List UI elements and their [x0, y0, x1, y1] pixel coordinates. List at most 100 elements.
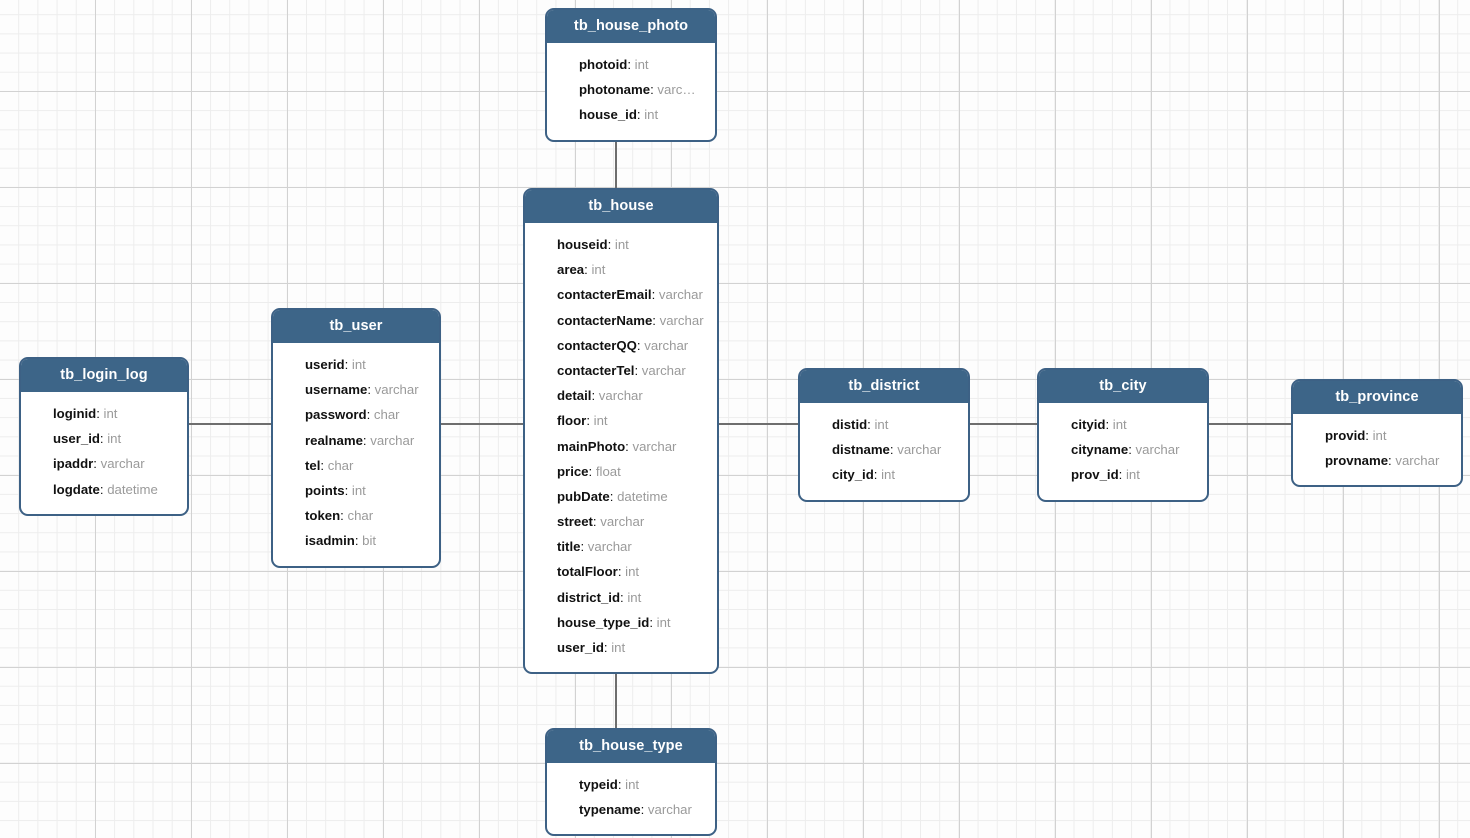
- entity-field-row[interactable]: pubDate: datetime: [525, 484, 717, 509]
- field-type: int: [593, 413, 608, 429]
- entity-field-row[interactable]: detail: varchar: [525, 383, 717, 408]
- field-type: int: [627, 589, 642, 605]
- entity-field-row[interactable]: houseid: int: [525, 232, 717, 257]
- entity-field-row[interactable]: contacterQQ: varchar: [525, 333, 717, 358]
- entity-field-row[interactable]: photoid: int: [547, 52, 715, 77]
- entity-field-row[interactable]: price: float: [525, 459, 717, 484]
- entity-field-row[interactable]: tel: char: [273, 453, 439, 478]
- entity-field-row[interactable]: isadmin: bit: [273, 528, 439, 553]
- entity-field-row[interactable]: typename: varchar: [547, 797, 715, 822]
- entity-field-row[interactable]: photoname: varc…: [547, 77, 715, 102]
- entity-field-row[interactable]: contacterName: varchar: [525, 308, 717, 333]
- entity-field-row[interactable]: distid: int: [800, 412, 968, 437]
- entity-field-row[interactable]: points: int: [273, 478, 439, 503]
- entity-table-title: tb_house_type: [547, 730, 715, 763]
- entity-field-row[interactable]: user_id: int: [21, 426, 187, 451]
- field-separator: :: [651, 287, 659, 303]
- field-type: int: [351, 482, 366, 498]
- connector-house-photo-to-house: [615, 129, 617, 189]
- entity-field-row[interactable]: house_type_id: int: [525, 610, 717, 635]
- field-separator: :: [588, 463, 596, 479]
- entity-field-row[interactable]: district_id: int: [525, 585, 717, 610]
- entity-field-row[interactable]: contacterTel: varchar: [525, 358, 717, 383]
- entity-field-row[interactable]: prov_id: int: [1039, 462, 1207, 487]
- entity-field-row[interactable]: area: int: [525, 257, 717, 282]
- connector-city-to-province: [1207, 423, 1293, 425]
- entity-field-row[interactable]: contacterEmail: varchar: [525, 282, 717, 307]
- entity-field-row[interactable]: cityname: varchar: [1039, 437, 1207, 462]
- entity-field-row[interactable]: totalFloor: int: [525, 559, 717, 584]
- field-type: varchar: [644, 337, 689, 353]
- entity-field-row[interactable]: street: varchar: [525, 509, 717, 534]
- field-separator: :: [320, 457, 328, 473]
- field-name: photoid: [579, 57, 628, 72]
- entity-field-row[interactable]: mainPhoto: varchar: [525, 434, 717, 459]
- entity-table-title: tb_house: [525, 190, 717, 223]
- field-name: distid: [832, 417, 868, 432]
- entity-field-row[interactable]: token: char: [273, 503, 439, 528]
- field-type: char: [373, 407, 400, 423]
- field-name: realname: [305, 432, 363, 448]
- field-type: varchar: [647, 802, 692, 818]
- entity-field-row[interactable]: ipaddr: varchar: [21, 451, 187, 476]
- entity-field-row[interactable]: floor: int: [525, 408, 717, 433]
- field-separator: :: [367, 382, 375, 398]
- entity-field-row[interactable]: provname: varchar: [1293, 448, 1461, 473]
- connector-login-log-to-user: [188, 423, 273, 425]
- field-separator: :: [1128, 442, 1136, 458]
- connector-district-to-city: [968, 423, 1039, 425]
- field-separator: :: [591, 388, 599, 404]
- field-type: int: [1372, 428, 1387, 443]
- entity-field-row[interactable]: distname: varchar: [800, 437, 968, 462]
- field-type: varchar: [374, 382, 419, 398]
- entity-field-row[interactable]: user_id: int: [525, 635, 717, 660]
- field-separator: :: [1365, 428, 1373, 443]
- field-name: floor: [557, 413, 587, 429]
- field-type: int: [614, 237, 629, 252]
- entity-field-row[interactable]: provid: int: [1293, 423, 1461, 448]
- field-type: int: [611, 640, 626, 655]
- field-type: bit: [362, 533, 377, 549]
- field-separator: :: [867, 417, 875, 432]
- entity-field-row[interactable]: realname: varchar: [273, 428, 439, 453]
- entity-field-row[interactable]: house_id: int: [547, 102, 715, 127]
- field-type: varchar: [897, 442, 942, 458]
- field-name: house_id: [579, 107, 637, 123]
- entity-field-row[interactable]: logdate: datetime: [21, 477, 187, 502]
- field-name: cityname: [1071, 442, 1129, 458]
- field-type: int: [103, 406, 118, 421]
- field-type: varchar: [598, 388, 643, 404]
- field-separator: :: [362, 432, 371, 448]
- field-name: typename: [579, 802, 641, 818]
- entity-field-row[interactable]: username: varchar: [273, 377, 439, 402]
- entity-field-row[interactable]: cityid: int: [1039, 412, 1207, 437]
- entity-field-row[interactable]: userid: int: [273, 352, 439, 377]
- field-name: userid: [305, 357, 345, 372]
- field-separator: :: [93, 456, 101, 472]
- entity-field-row[interactable]: typeid: int: [547, 772, 715, 797]
- field-type: datetime: [617, 488, 668, 504]
- field-type: varchar: [600, 514, 645, 530]
- entity-field-row[interactable]: title: varchar: [525, 534, 717, 559]
- entity-field-row[interactable]: password: char: [273, 402, 439, 427]
- entity-field-row[interactable]: loginid: int: [21, 401, 187, 426]
- field-separator: :: [625, 438, 633, 454]
- entity-field-row[interactable]: city_id: int: [800, 462, 968, 487]
- field-separator: :: [96, 406, 104, 421]
- field-name: photoname: [579, 82, 651, 98]
- field-type: varchar: [1135, 442, 1180, 458]
- field-type: int: [644, 107, 659, 123]
